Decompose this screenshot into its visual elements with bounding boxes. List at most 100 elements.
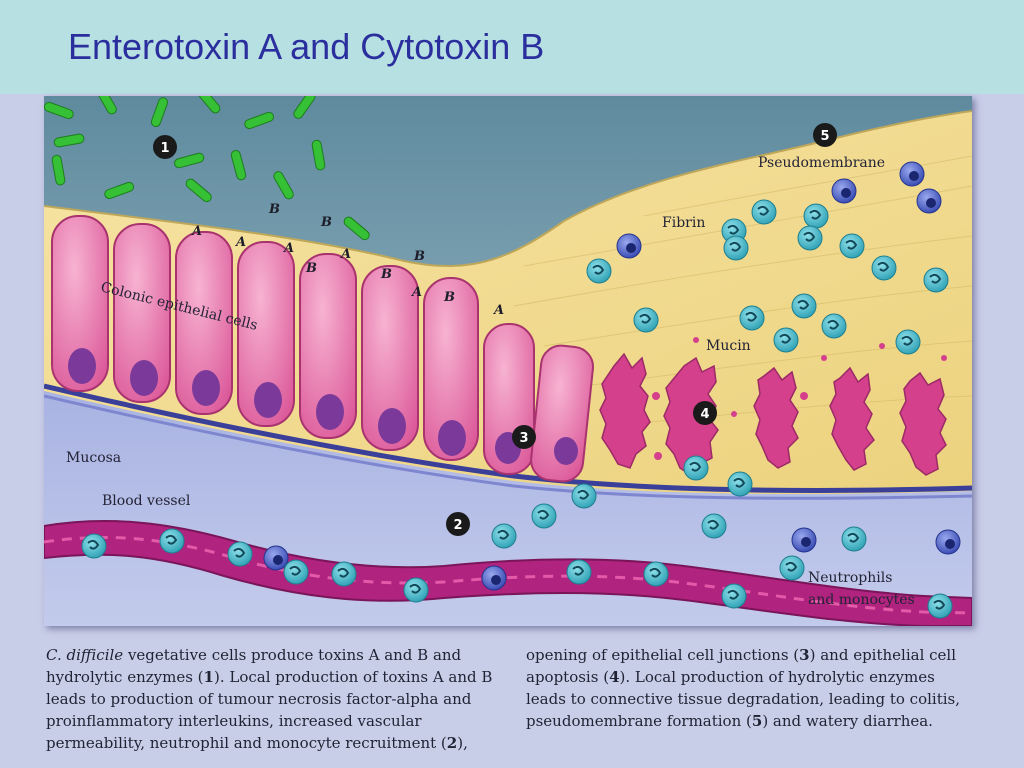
toxin-letter: A bbox=[492, 303, 504, 318]
epithelial-cell bbox=[483, 323, 535, 475]
neutrophil bbox=[586, 258, 612, 284]
toxin-letter: B bbox=[268, 202, 280, 217]
apoptotic-cell bbox=[663, 356, 719, 478]
bacterium bbox=[273, 171, 294, 200]
neutrophil bbox=[683, 455, 709, 481]
monocyte bbox=[935, 529, 961, 555]
marker-3: 3 bbox=[512, 425, 536, 449]
bacteria bbox=[44, 96, 370, 241]
neutrophil bbox=[797, 225, 823, 251]
toxin-letter: A bbox=[234, 235, 246, 250]
neutrophil bbox=[803, 203, 829, 229]
bacterium bbox=[173, 152, 205, 169]
neutrophil bbox=[727, 471, 753, 497]
mucin-label: Mucin bbox=[706, 338, 751, 354]
caption-left: C. difficile vegetative cells produce to… bbox=[46, 646, 493, 752]
monocytes-label: and monocytes bbox=[808, 592, 915, 608]
neutrophil bbox=[841, 526, 867, 552]
apoptotic-cells bbox=[599, 337, 947, 478]
neutrophil bbox=[791, 293, 817, 319]
neutrophil bbox=[81, 533, 107, 559]
bacterium bbox=[104, 181, 135, 200]
marker-1: 1 bbox=[153, 135, 177, 159]
neutrophil bbox=[403, 577, 429, 603]
neutrophil bbox=[773, 327, 799, 353]
bacterium bbox=[311, 139, 326, 171]
blood-vessel-label: Blood vessel bbox=[102, 493, 191, 509]
bacterium bbox=[244, 111, 275, 130]
monocyte bbox=[899, 161, 925, 187]
neutrophil bbox=[895, 329, 921, 355]
marker-4: 4 bbox=[693, 401, 717, 425]
neutrophil bbox=[531, 503, 557, 529]
mucin-droplets bbox=[652, 337, 947, 460]
neutrophil bbox=[839, 233, 865, 259]
title-bar: Enterotoxin A and Cytotoxin B bbox=[0, 0, 1024, 94]
neutrophil bbox=[751, 199, 777, 225]
epithelial-cell bbox=[175, 231, 233, 415]
apoptotic-cell bbox=[599, 352, 651, 469]
apoptotic-cell bbox=[899, 371, 947, 476]
bacterium bbox=[44, 101, 74, 120]
monocyte bbox=[831, 178, 857, 204]
neutrophil bbox=[633, 307, 659, 333]
neutrophils-label: Neutrophils bbox=[808, 570, 892, 586]
separating-cell bbox=[530, 344, 594, 483]
toxin-letter: A bbox=[282, 241, 294, 256]
bacterium bbox=[51, 154, 66, 186]
neutrophil bbox=[491, 523, 517, 549]
epithelial-cell bbox=[237, 241, 295, 427]
neutrophil bbox=[701, 513, 727, 539]
toxin-letter: B bbox=[320, 215, 332, 230]
apoptotic-cell bbox=[829, 366, 875, 471]
fibrin-label: Fibrin bbox=[662, 215, 705, 231]
toxin-letter: A bbox=[339, 247, 351, 262]
monocyte bbox=[791, 527, 817, 553]
svg-text:3: 3 bbox=[519, 431, 528, 446]
bacterium bbox=[185, 178, 212, 203]
svg-text:2: 2 bbox=[453, 518, 462, 533]
bacterium bbox=[230, 149, 247, 181]
step-markers: 1 2 3 4 5 bbox=[153, 123, 837, 536]
toxin-letter: B bbox=[305, 261, 317, 276]
apoptotic-cell bbox=[753, 366, 799, 469]
svg-text:1: 1 bbox=[160, 141, 169, 156]
epithelial-cells bbox=[51, 215, 594, 483]
epithelial-cell bbox=[299, 253, 357, 439]
pseudomembrane-edge bbox=[44, 110, 972, 268]
toxin-letter: B bbox=[443, 290, 455, 305]
pseudomembrane-label: Pseudomembrane bbox=[758, 155, 885, 171]
bacterium bbox=[196, 96, 221, 114]
neutrophil bbox=[923, 267, 949, 293]
svg-text:4: 4 bbox=[700, 407, 709, 422]
neutrophil bbox=[331, 561, 357, 587]
neutrophil bbox=[159, 528, 185, 554]
neutrophil bbox=[927, 593, 953, 619]
bacterium bbox=[53, 133, 85, 148]
toxin-letter: A bbox=[410, 285, 422, 300]
bacterium bbox=[150, 97, 169, 128]
marker-2: 2 bbox=[446, 512, 470, 536]
neutrophil bbox=[779, 555, 805, 581]
neutrophil bbox=[739, 305, 765, 331]
migrating-cells bbox=[81, 455, 961, 619]
basement-membrane bbox=[44, 383, 972, 493]
bacterium bbox=[343, 216, 370, 241]
toxin-letter: A bbox=[190, 224, 202, 239]
neutrophil bbox=[227, 541, 253, 567]
epithelial-cell bbox=[113, 223, 171, 403]
neutrophil bbox=[566, 559, 592, 585]
monocyte bbox=[616, 233, 642, 259]
toxin-letter: B bbox=[413, 249, 425, 264]
toxin-letters: A A B A B B A B B A B A bbox=[190, 202, 504, 318]
vessel-endothelium bbox=[44, 536, 972, 615]
neutrophil bbox=[821, 313, 847, 339]
caption-right: opening of epithelial cell junctions (3)… bbox=[526, 646, 960, 730]
basement-membrane-2 bbox=[44, 394, 972, 500]
illustration-svg: A A B A B B A B B A B A bbox=[44, 96, 972, 626]
epithelial-cell bbox=[51, 215, 109, 392]
neutrophil bbox=[571, 483, 597, 509]
epithelial-cell bbox=[361, 265, 419, 451]
marker-5: 5 bbox=[813, 123, 837, 147]
immune-cells bbox=[586, 161, 949, 355]
